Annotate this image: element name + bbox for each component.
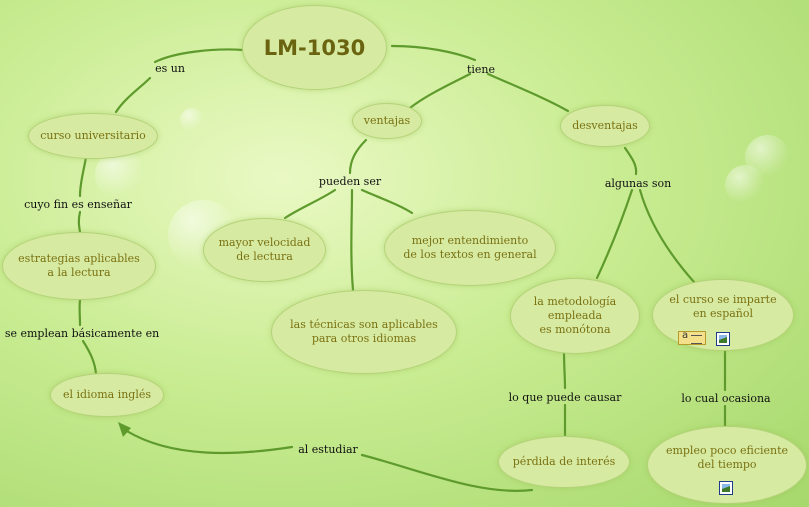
- image-icon[interactable]: [716, 332, 730, 346]
- link-algunas-espanol: [638, 188, 696, 284]
- link-puedenser-entendimiento: [360, 188, 414, 215]
- concept-node-root[interactable]: LM-1030: [242, 5, 387, 90]
- link-root-tiene: [390, 44, 477, 62]
- link-tiene-desventajas: [486, 72, 570, 113]
- link-puedenser-velocidad: [283, 188, 337, 220]
- concept-node-velocidad[interactable]: mayor velocidad de lectura: [203, 218, 326, 282]
- concept-node-idioma[interactable]: el idioma inglés: [50, 373, 164, 417]
- link-label-algunas-son[interactable]: algunas son: [604, 177, 672, 190]
- link-label-se-emplean[interactable]: se emplean básicamente en: [4, 327, 160, 340]
- concept-node-tecnicas[interactable]: las técnicas son aplicables para otros i…: [271, 290, 457, 374]
- link-label-cuyo-fin[interactable]: cuyo fin es enseñar: [24, 198, 132, 211]
- link-curso-cuyofin: [78, 155, 88, 198]
- text-doc-icon[interactable]: [678, 330, 706, 345]
- link-algunas-metodologia: [595, 188, 634, 280]
- concept-node-estrategias[interactable]: estrategias aplicables a la lectura: [2, 232, 156, 300]
- link-alestudiar-idioma: [120, 426, 294, 455]
- link-label-es-un[interactable]: es un: [155, 62, 185, 75]
- concept-node-curso[interactable]: curso universitario: [28, 113, 158, 159]
- link-label-lo-que-puede[interactable]: lo que puede causar: [508, 391, 622, 404]
- concept-node-entendimiento[interactable]: mejor entendimiento de los textos en gen…: [384, 210, 556, 286]
- link-label-lo-cual[interactable]: lo cual ocasiona: [681, 392, 771, 405]
- link-puedenser-tecnicas: [350, 188, 355, 292]
- decorative-bubble: [745, 135, 790, 180]
- link-label-tiene[interactable]: tiene: [466, 63, 496, 76]
- decorative-bubble: [180, 108, 204, 132]
- image-icon[interactable]: [719, 481, 733, 495]
- link-label-pueden-ser[interactable]: pueden ser: [318, 175, 382, 188]
- link-desventajas-algunas: [623, 146, 638, 176]
- link-esun-curso: [114, 76, 152, 114]
- link-cuyofin-estrategias: [77, 210, 82, 234]
- link-metodologia-loque: [562, 350, 567, 390]
- link-tiene-ventajas: [408, 72, 472, 110]
- arrowhead: [118, 422, 131, 437]
- link-seemplean-idioma: [81, 339, 98, 376]
- concept-node-perdida[interactable]: pérdida de interés: [498, 436, 630, 488]
- link-perdida-alestudiar: [360, 453, 534, 492]
- link-root-esun: [153, 48, 245, 64]
- concept-node-desventajas[interactable]: desventajas: [560, 105, 650, 147]
- concept-node-ventajas[interactable]: ventajas: [352, 103, 422, 139]
- link-label-al-estudiar[interactable]: al estudiar: [298, 443, 358, 456]
- link-ventajas-puedenser: [348, 138, 368, 175]
- concept-node-metodologia[interactable]: la metodología empleada es monótona: [510, 278, 640, 354]
